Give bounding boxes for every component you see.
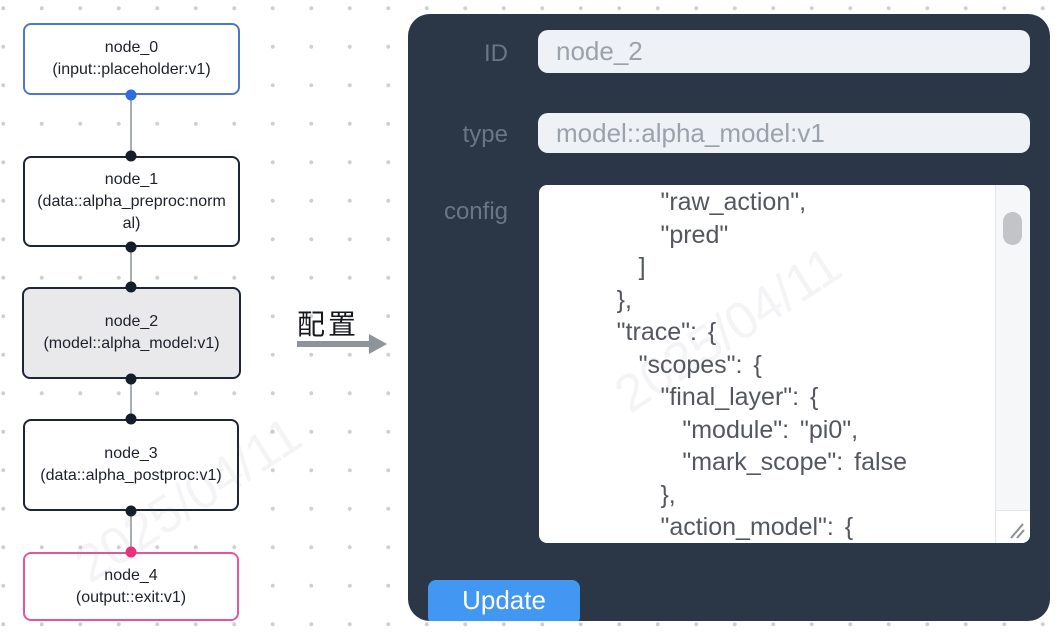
resize-grip-icon[interactable] — [1007, 522, 1027, 540]
node-subtitle: (model::alpha_model:v1) — [43, 335, 220, 352]
port-node_2-input[interactable] — [125, 281, 137, 293]
config-json-text[interactable]: "raw_action", "pred" ] }, "trace": { "sc… — [616, 188, 907, 541]
port-node_3-output[interactable] — [125, 505, 137, 517]
node-title: node_0 — [104, 39, 159, 56]
node-subtitle: (data::alpha_preproc:normal) — [37, 192, 226, 232]
node-title: node_2 — [104, 313, 159, 330]
edge-node3-node4 — [130, 511, 132, 552]
config-panel: ID type config "raw_action", "pred" ] },… — [408, 14, 1050, 621]
port-node_0-output[interactable] — [125, 89, 137, 101]
update-button[interactable]: Update — [428, 580, 580, 621]
type-input[interactable] — [538, 113, 1030, 153]
node-subtitle: (data::alpha_postproc:v1) — [40, 467, 222, 484]
node-subtitle: (output::exit:v1) — [75, 588, 187, 606]
config-field-label: config — [443, 198, 508, 225]
config-scroll-corner — [995, 510, 1030, 543]
config-annotation-label: 配置 — [297, 309, 360, 340]
graph-node-node_1[interactable]: node_1 (data::alpha_preproc:normal) — [23, 156, 240, 247]
type-field-label: type — [462, 121, 508, 148]
edge-node1-node2 — [130, 247, 132, 287]
config-textarea[interactable]: "raw_action", "pred" ] }, "trace": { "sc… — [539, 185, 1030, 543]
graph-node-node_4[interactable]: node_4 (output::exit:v1) — [23, 552, 239, 621]
edge-node0-node1 — [130, 95, 132, 156]
port-node_2-output[interactable] — [125, 373, 137, 385]
port-node_1-output[interactable] — [125, 241, 137, 253]
port-node_4-input[interactable] — [125, 546, 137, 558]
graph-node-node_3[interactable]: node_3 (data::alpha_postproc:v1) — [23, 419, 239, 511]
node-title: node_3 — [104, 445, 158, 462]
port-node_1-input[interactable] — [125, 150, 137, 162]
edge-node2-node3 — [130, 379, 132, 419]
port-node_3-input[interactable] — [125, 413, 137, 425]
graph-node-node_0[interactable]: node_0 (input::placeholder:v1) — [23, 23, 240, 95]
graph-node-node_2[interactable]: node_2 (model::alpha_model:v1) — [22, 287, 241, 379]
right-arrow-icon — [297, 334, 387, 354]
node-title: node_1 — [104, 170, 159, 188]
node-subtitle: (input::placeholder:v1) — [52, 61, 211, 78]
config-scrollbar-track[interactable] — [995, 185, 1030, 510]
id-field-label: ID — [484, 40, 508, 67]
id-input[interactable] — [538, 30, 1030, 73]
config-scrollbar-thumb[interactable] — [1003, 212, 1022, 245]
node-title: node_4 — [104, 566, 158, 584]
